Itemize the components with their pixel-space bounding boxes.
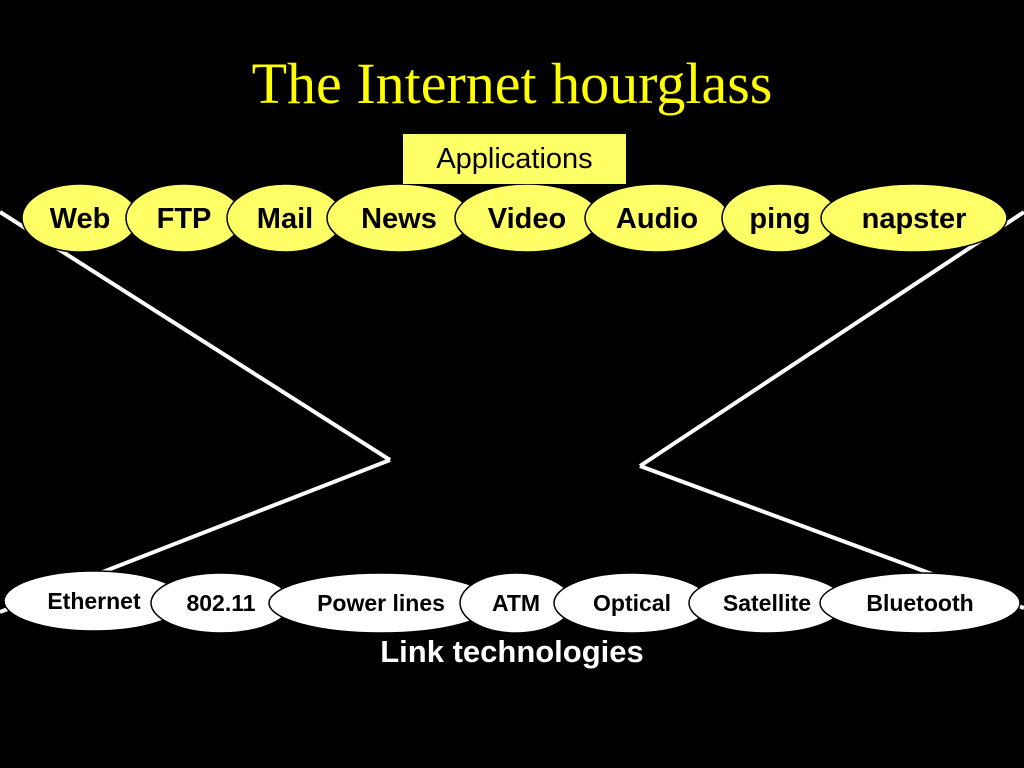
link-node-label: Power lines [317, 590, 445, 616]
link-node-label: Optical [593, 590, 671, 616]
link-node-atm: ATM [459, 572, 573, 634]
hourglass-line-top-left [0, 210, 392, 462]
app-node-ping: ping [721, 183, 839, 253]
link-node-optical: Optical [553, 572, 711, 634]
link-node-802-11: 802.11 [150, 572, 292, 634]
link-node-bluetooth: Bluetooth [819, 572, 1021, 634]
app-node-napster: napster [820, 183, 1008, 253]
link-node-ethernet: Ethernet [3, 570, 185, 632]
app-node-label: Web [50, 203, 111, 235]
link-node-label: Bluetooth [866, 590, 973, 616]
app-node-label: FTP [157, 203, 212, 235]
app-node-label: Video [488, 203, 566, 235]
link-technologies-label: Link technologies [380, 634, 644, 669]
link-technologies-row: Ethernet 802.11 Power lines ATM Optical Satel… [3, 570, 1021, 634]
slide-title: The Internet hourglass [251, 51, 773, 116]
app-node-web: Web [21, 183, 139, 253]
app-node-ellipse [820, 183, 1008, 253]
app-node-audio: Audio [584, 183, 730, 253]
applications-label: Applications [403, 134, 626, 184]
link-node-power-lines: Power lines [268, 572, 494, 634]
app-node-label: napster [862, 203, 967, 235]
app-node-label: ping [749, 203, 810, 235]
app-node-label: News [361, 203, 437, 235]
applications-row: Web FTP Mail News Video Audio ping napster [21, 183, 1008, 253]
app-node-video: Video [454, 183, 600, 253]
app-node-ftp: FTP [125, 183, 243, 253]
link-node-label: 802.11 [186, 590, 255, 616]
link-node-label: Satellite [723, 590, 811, 616]
app-node-mail: Mail [226, 183, 344, 253]
link-node-label: ATM [492, 590, 540, 616]
hourglass-lines [0, 210, 1024, 614]
app-node-label: Audio [616, 203, 698, 235]
app-node-label: Mail [257, 203, 313, 235]
app-node-news: News [326, 183, 472, 253]
hourglass-line-top-right [638, 210, 1024, 468]
link-node-ellipse [819, 572, 1021, 634]
link-node-satellite: Satellite [688, 572, 846, 634]
link-node-label: Ethernet [47, 588, 141, 614]
